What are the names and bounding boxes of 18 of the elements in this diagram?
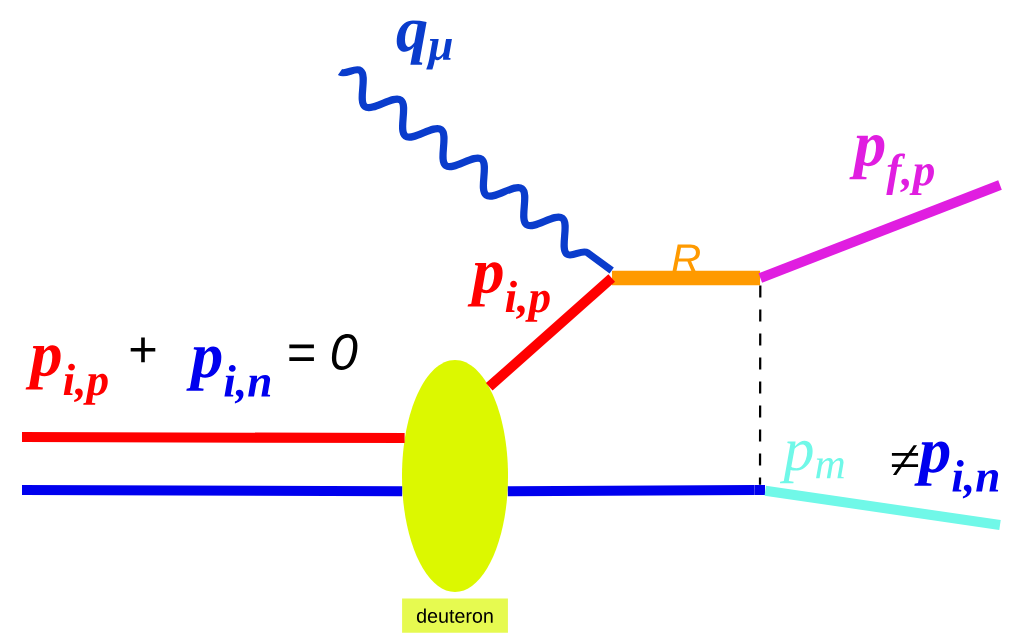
- photon-line: [339, 66, 614, 274]
- particle-line: [764, 485, 1001, 530]
- momentum-label: p$_{i,p}$: [467, 262, 550, 322]
- particle-line: [485, 274, 616, 391]
- vertex-point: [755, 485, 765, 495]
- math-symbol: +: [130, 337, 156, 363]
- momentum-label: q$_{μ}$: [396, 20, 452, 70]
- momentum-label: p$_{i,n}$: [186, 346, 271, 404]
- momentum-label: p$_{f,p}$: [849, 135, 934, 195]
- momentum-label: p$_{i,p}$: [25, 345, 108, 405]
- caption-box: deuteron: [402, 598, 508, 633]
- particle-line: [22, 485, 403, 497]
- particle-line: [507, 485, 755, 497]
- particle-line: [22, 432, 405, 444]
- particle-line: [758, 180, 1002, 283]
- dashed-line: [758, 285, 762, 485]
- math-symbol: = 0: [289, 334, 358, 370]
- momentum-label: p$_{m}$: [779, 440, 844, 484]
